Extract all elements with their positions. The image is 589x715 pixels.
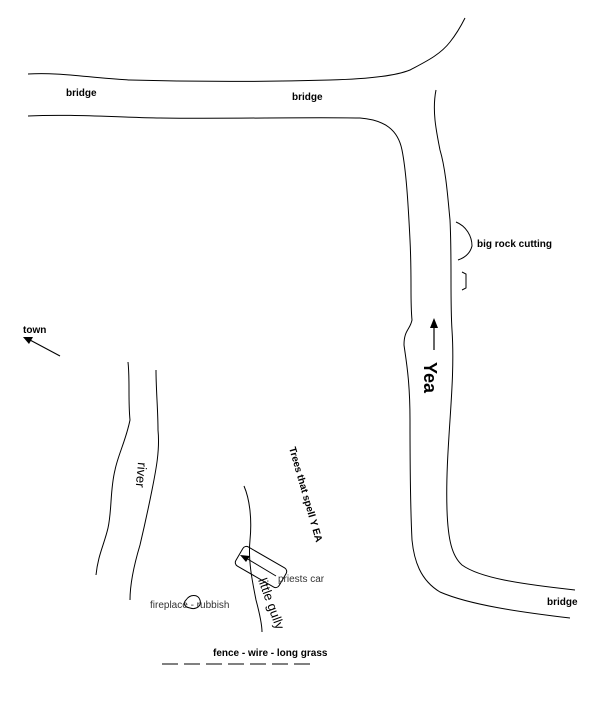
label-fence: fence - wire - long grass	[213, 648, 328, 659]
label-bridge-mid: bridge	[292, 92, 323, 103]
priests-car-box	[234, 545, 288, 589]
label-big-rock-cutting: big rock cutting	[477, 239, 552, 250]
label-river: river	[133, 462, 150, 489]
car-arrow-head	[240, 555, 250, 562]
label-fireplace: fireplace - rubbish	[150, 600, 229, 611]
river-left-bank	[95, 361, 131, 576]
car-direction-arrow	[245, 557, 277, 577]
road-top-edge	[27, 17, 466, 82]
road-right-edge	[433, 89, 576, 591]
label-yea: Yea	[420, 362, 440, 394]
rock-cutting-mark	[461, 271, 467, 291]
town-arrow	[29, 339, 61, 357]
yea-arrow-head	[430, 318, 438, 328]
town-arrow-head	[23, 337, 33, 344]
road-bottom-edge	[27, 114, 571, 619]
rock-cutting-bump	[455, 221, 473, 261]
gully-line	[243, 485, 263, 633]
label-priests-car: priests car	[278, 574, 325, 585]
label-trees: Trees that spell Y EA	[286, 446, 324, 544]
fireplace-icon	[183, 595, 201, 609]
label-town: town	[23, 325, 46, 336]
label-bridge-left: bridge	[66, 88, 97, 99]
river-right-bank	[129, 369, 159, 601]
label-bridge-right: bridge	[547, 597, 578, 608]
